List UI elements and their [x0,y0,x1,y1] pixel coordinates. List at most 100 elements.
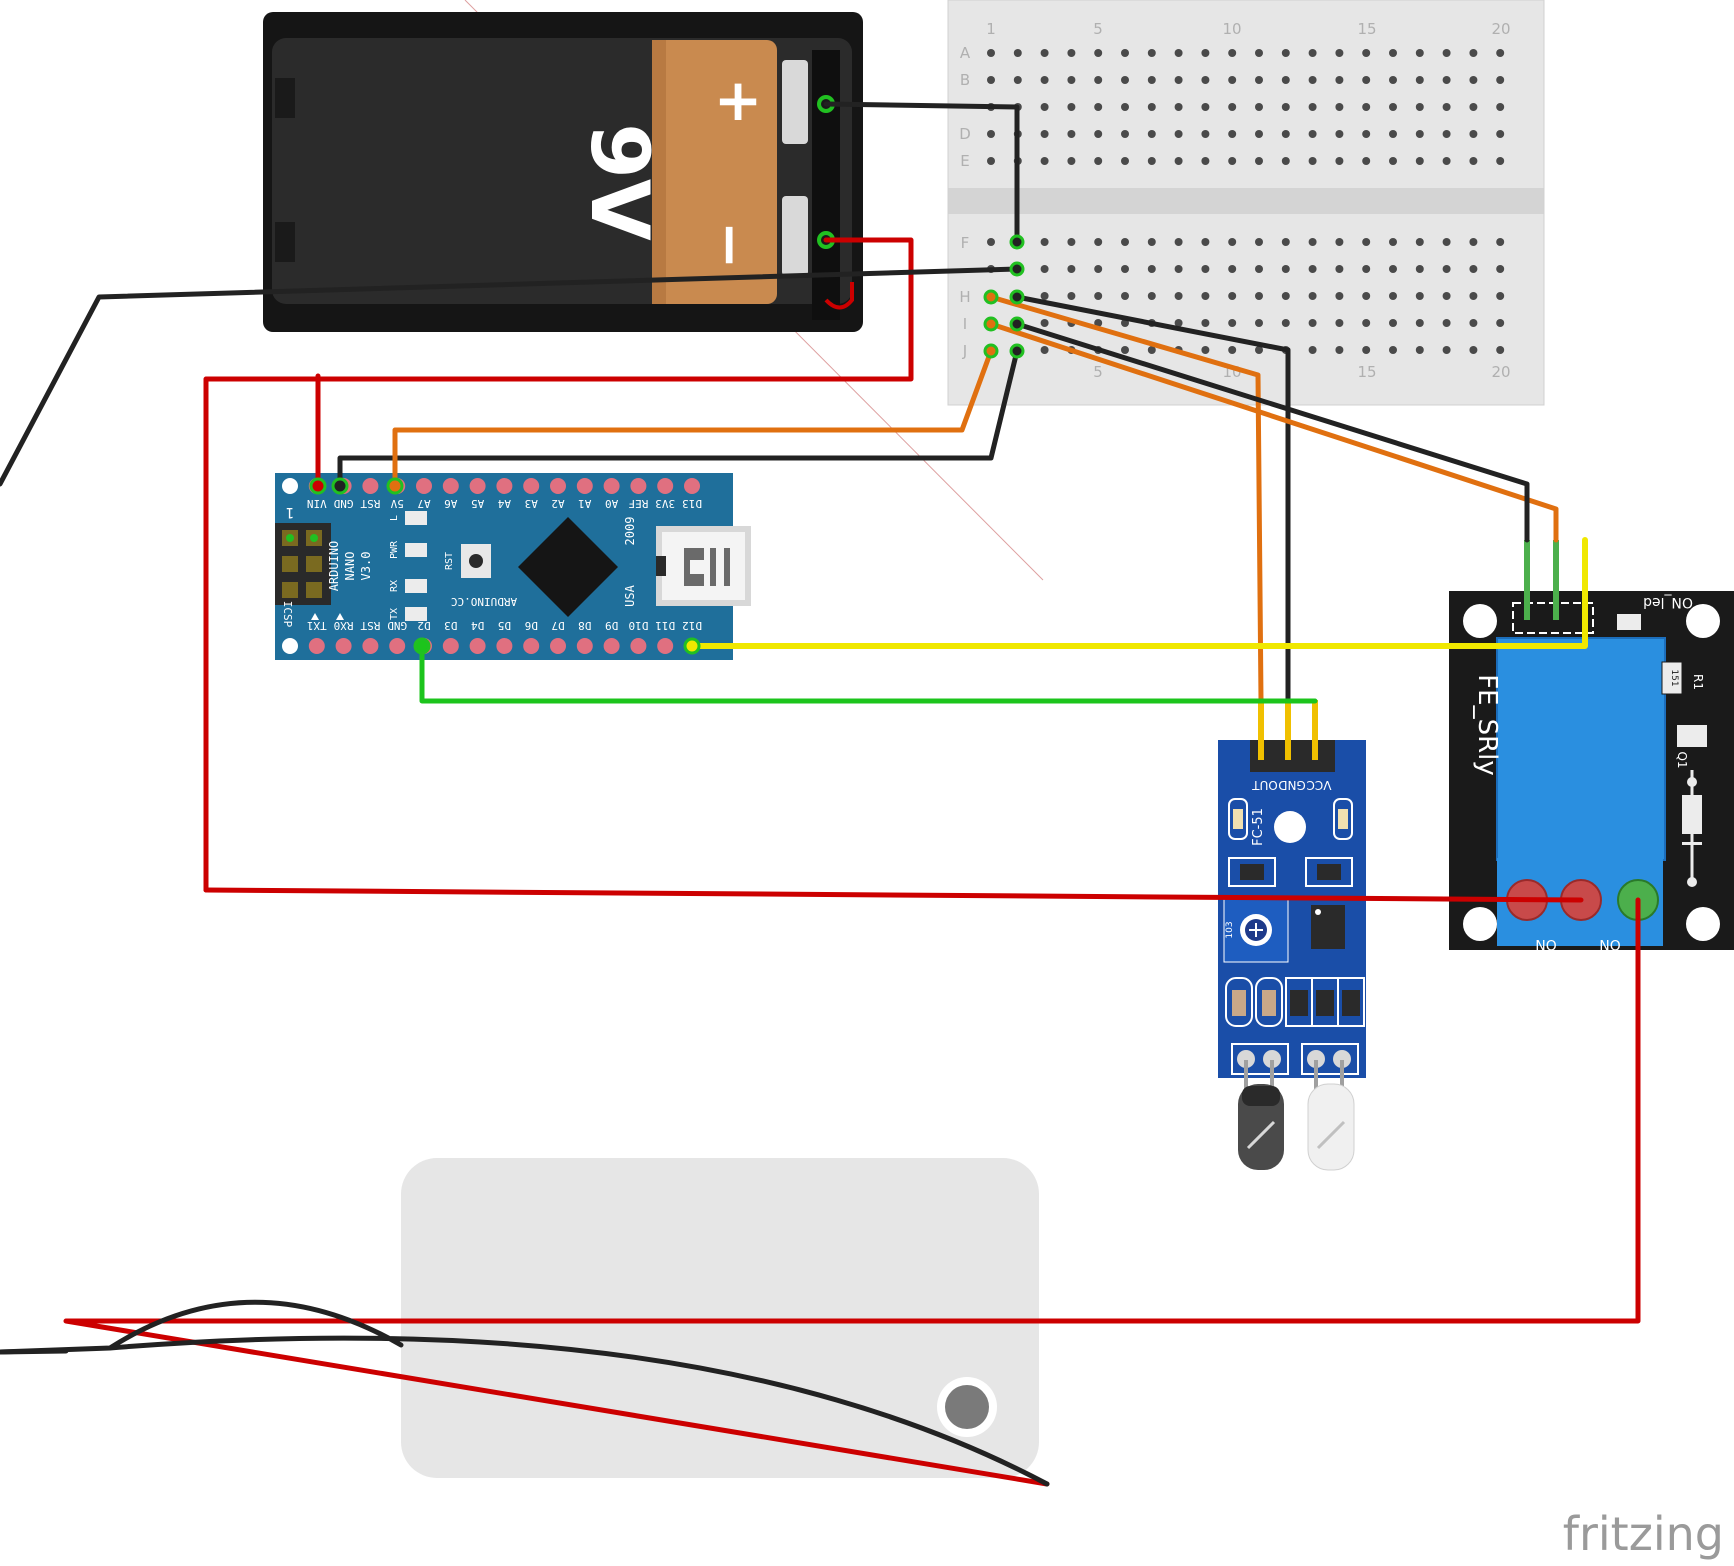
arduino-pin[interactable] [362,638,379,654]
breadboard-hole[interactable] [1201,103,1210,111]
arduino-pin[interactable] [523,638,540,654]
breadboard-hole[interactable] [1067,292,1076,300]
breadboard-hole[interactable] [1174,130,1183,138]
breadboard-hole[interactable] [1308,346,1317,354]
breadboard-hole[interactable] [1228,346,1237,354]
breadboard-hole[interactable] [1147,76,1156,84]
breadboard-hole[interactable] [1121,103,1129,111]
breadboard-hole[interactable] [1201,130,1210,138]
breadboard-hole[interactable] [1121,265,1129,273]
breadboard-hole[interactable] [1228,49,1237,57]
breadboard-hole[interactable] [1201,265,1210,273]
breadboard-hole[interactable] [1094,319,1103,327]
breadboard-hole[interactable] [1121,238,1129,246]
breadboard-hole[interactable] [1362,346,1371,354]
breadboard-hole[interactable] [1201,49,1210,57]
breadboard-hole[interactable] [1174,238,1183,246]
breadboard-hole[interactable] [1281,265,1290,273]
breadboard-hole[interactable] [1335,319,1344,327]
breadboard-hole[interactable] [1147,346,1156,354]
breadboard-hole[interactable] [1362,319,1371,327]
breadboard-hole[interactable] [1281,238,1290,246]
breadboard-hole[interactable] [1121,292,1129,300]
breadboard-hole[interactable] [1147,157,1156,165]
breadboard-hole[interactable] [1308,103,1317,111]
breadboard-hole[interactable] [987,238,995,246]
breadboard-hole[interactable] [1335,346,1344,354]
breadboard-hole[interactable] [1389,49,1397,57]
breadboard-hole[interactable] [1335,130,1344,138]
breadboard-hole[interactable] [1255,319,1263,327]
breadboard-hole[interactable] [1442,157,1451,165]
breadboard-hole[interactable] [1121,49,1129,57]
breadboard-hole[interactable] [1362,130,1371,138]
arduino-pin[interactable] [335,638,352,654]
breadboard-hole[interactable] [1174,265,1183,273]
breadboard-hole[interactable] [1255,238,1263,246]
breadboard-hole[interactable] [1067,49,1076,57]
breadboard-hole[interactable] [987,76,995,84]
breadboard-hole[interactable] [1496,157,1505,165]
breadboard-hole[interactable] [1442,265,1451,273]
arduino-pin[interactable] [576,638,593,654]
breadboard-hole[interactable] [1174,292,1183,300]
breadboard-hole[interactable] [1040,49,1049,57]
breadboard-hole[interactable] [1094,157,1103,165]
arduino-pin[interactable] [684,478,700,494]
arduino-pin[interactable] [657,638,674,654]
breadboard-hole[interactable] [1040,130,1049,138]
breadboard-hole[interactable] [1147,49,1156,57]
breadboard-hole[interactable] [1469,49,1478,57]
breadboard-hole[interactable] [1201,319,1210,327]
breadboard-hole[interactable] [1147,265,1156,273]
breadboard-hole[interactable] [1415,346,1424,354]
breadboard-hole[interactable] [1362,238,1371,246]
breadboard-hole[interactable] [1308,49,1317,57]
breadboard-hole[interactable] [1255,76,1263,84]
breadboard-hole[interactable] [1389,76,1397,84]
breadboard-hole[interactable] [1335,157,1344,165]
breadboard-hole[interactable] [1094,103,1103,111]
breadboard-hole[interactable] [1308,265,1317,273]
arduino-pin[interactable] [523,478,540,494]
breadboard-hole[interactable] [1362,265,1371,273]
arduino-pin[interactable] [603,638,620,654]
breadboard-hole[interactable] [1228,76,1237,84]
arduino-pin[interactable] [469,638,486,654]
breadboard-hole[interactable] [1469,238,1478,246]
arduino-pin[interactable] [282,478,298,494]
breadboard-hole[interactable] [1308,130,1317,138]
arduino-pin[interactable] [657,478,674,494]
breadboard-hole[interactable] [1255,130,1263,138]
breadboard-hole[interactable] [1255,103,1263,111]
breadboard-hole[interactable] [1147,292,1156,300]
breadboard-hole[interactable] [1389,265,1397,273]
breadboard-hole[interactable] [1147,238,1156,246]
breadboard-hole[interactable] [1174,157,1183,165]
arduino-pin[interactable] [630,478,647,494]
breadboard-hole[interactable] [1335,49,1344,57]
breadboard-hole[interactable] [1201,157,1210,165]
breadboard-hole[interactable] [1496,130,1505,138]
breadboard-hole[interactable] [1362,49,1371,57]
breadboard-hole[interactable] [1496,265,1505,273]
breadboard-hole[interactable] [1040,238,1049,246]
breadboard-hole[interactable] [1201,238,1210,246]
arduino-pin[interactable] [496,638,513,654]
breadboard-hole[interactable] [1067,157,1076,165]
breadboard-hole[interactable] [1094,76,1103,84]
breadboard-hole[interactable] [1389,319,1397,327]
arduino-pin[interactable] [550,638,566,654]
breadboard-hole[interactable] [1335,265,1344,273]
arduino-pin[interactable] [442,638,459,654]
breadboard-hole[interactable] [1094,265,1103,273]
breadboard-hole[interactable] [1201,76,1210,84]
breadboard-hole[interactable] [1040,103,1049,111]
breadboard-hole[interactable] [1121,130,1129,138]
breadboard-hole[interactable] [1067,265,1076,273]
breadboard-hole[interactable] [1281,319,1290,327]
breadboard-hole[interactable] [1415,265,1424,273]
arduino-pin[interactable] [603,478,620,494]
breadboard-hole[interactable] [1255,265,1263,273]
breadboard-hole[interactable] [1469,103,1478,111]
